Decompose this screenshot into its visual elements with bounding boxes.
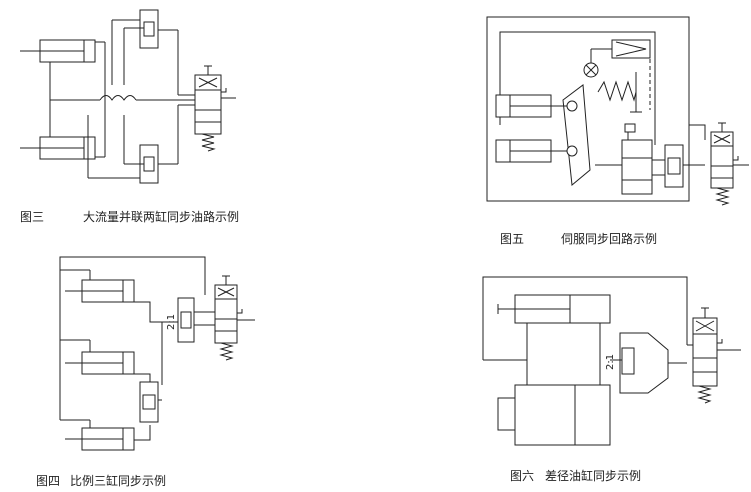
- fig4-diagram: 2:1: [59, 256, 255, 451]
- fig4-number: 图四: [36, 474, 60, 488]
- fig5-feedback-lever: [562, 84, 591, 186]
- fig6-ratio-label: 2:1: [605, 354, 616, 370]
- fig4-title: 比例三缸同步示例: [70, 473, 166, 488]
- fig3-title: 大流量并联两缸同步油路示例: [83, 209, 239, 224]
- fig3-diagram: [20, 9, 236, 184]
- fig6-diagram: 2:1: [482, 276, 741, 446]
- fig5-servo-valve: [621, 139, 653, 159]
- fig6-number: 图六: [510, 469, 534, 483]
- fig5-diagram: [486, 16, 749, 206]
- fig4-ratio-label: 2:1: [166, 314, 177, 330]
- fig5-title: 伺服同步回路示例: [561, 231, 657, 246]
- fig3-number: 图三: [20, 210, 44, 224]
- fig5-number: 图五: [500, 232, 524, 246]
- fig6-cylinder-lower: [514, 384, 611, 446]
- fig6-title: 差径油缸同步示例: [545, 468, 641, 483]
- fig5-frame: [486, 16, 690, 202]
